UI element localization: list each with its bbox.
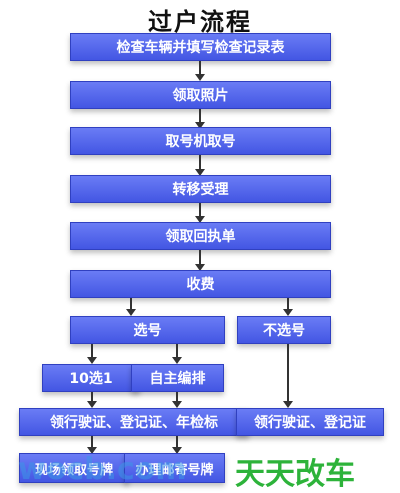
step-inspect: 检查车辆并填写检查记录表	[70, 33, 331, 61]
step-fee: 收费	[70, 270, 331, 298]
arrow	[195, 203, 205, 223]
step-pickup-plate: 现场领取号牌	[19, 453, 129, 483]
watermark-url: wocb.com	[18, 452, 187, 487]
arrow	[195, 155, 205, 176]
arrow	[126, 298, 136, 316]
step-select-number: 选号	[70, 316, 225, 344]
arrow	[283, 344, 293, 408]
step-receipt: 领取回执单	[70, 222, 331, 250]
step-no-select: 不选号	[237, 316, 331, 344]
arrow	[87, 344, 97, 364]
arrow	[172, 436, 182, 454]
step-left-cert: 领行驶证、登记证、年检标	[19, 408, 249, 436]
arrow	[87, 436, 97, 454]
arrow	[172, 344, 182, 364]
page-title: 过户流程	[148, 8, 252, 36]
step-transfer: 转移受理	[70, 175, 331, 203]
step-right-cert: 领行驶证、登记证	[236, 408, 384, 436]
arrow	[172, 392, 182, 408]
arrow	[283, 298, 293, 316]
step-queue-number: 取号机取号	[70, 127, 331, 155]
arrow	[195, 250, 205, 271]
step-self-arrange: 自主编排	[131, 364, 224, 392]
arrow	[87, 392, 97, 408]
step-ten-one: 10选1	[42, 364, 140, 392]
step-mail-plate: 办理邮寄号牌	[124, 453, 225, 483]
watermark-brand: 天天改车	[235, 457, 355, 492]
arrow	[195, 109, 205, 129]
step-photo: 领取照片	[70, 81, 331, 109]
arrow	[195, 61, 205, 81]
